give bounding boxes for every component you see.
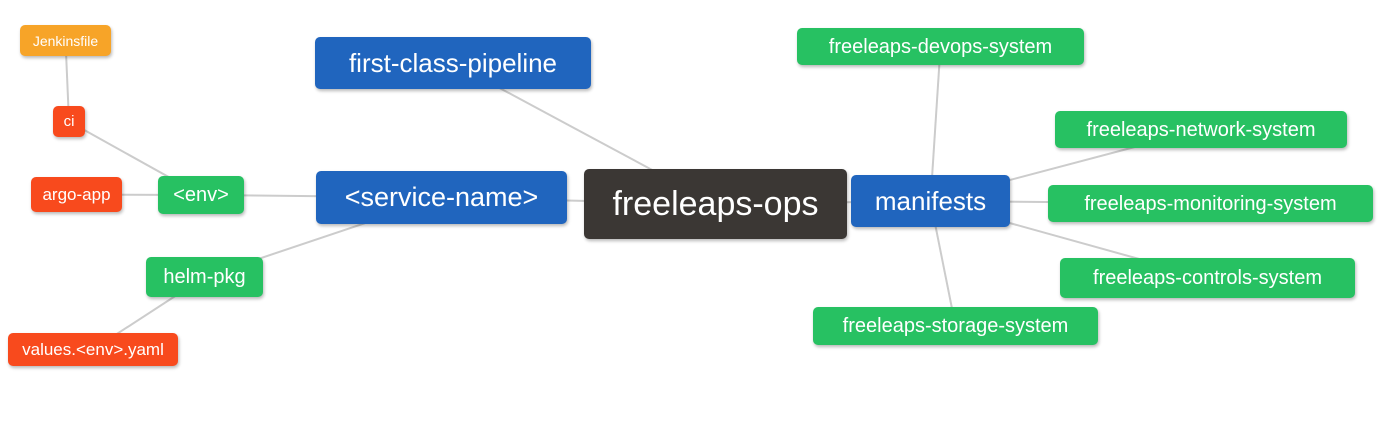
node-monitoring-system[interactable]: freeleaps-monitoring-system — [1048, 185, 1373, 222]
node-storage-system[interactable]: freeleaps-storage-system — [813, 307, 1098, 345]
node-controls-system[interactable]: freeleaps-controls-system — [1060, 258, 1355, 298]
node-helm-pkg[interactable]: helm-pkg — [146, 257, 263, 297]
node-argo-app[interactable]: argo-app — [31, 177, 122, 212]
node-freeleaps-ops[interactable]: freeleaps-ops — [584, 169, 847, 239]
node-service-name[interactable]: <service-name> — [316, 171, 567, 224]
node-values-env-yaml[interactable]: values.<env>.yaml — [8, 333, 178, 366]
node-env[interactable]: <env> — [158, 176, 244, 214]
node-first-class-pipeline[interactable]: first-class-pipeline — [315, 37, 591, 89]
node-devops-system[interactable]: freeleaps-devops-system — [797, 28, 1084, 65]
node-network-system[interactable]: freeleaps-network-system — [1055, 111, 1347, 148]
node-ci[interactable]: ci — [53, 106, 85, 137]
node-jenkinsfile[interactable]: Jenkinsfile — [20, 25, 111, 56]
node-manifests[interactable]: manifests — [851, 175, 1010, 227]
